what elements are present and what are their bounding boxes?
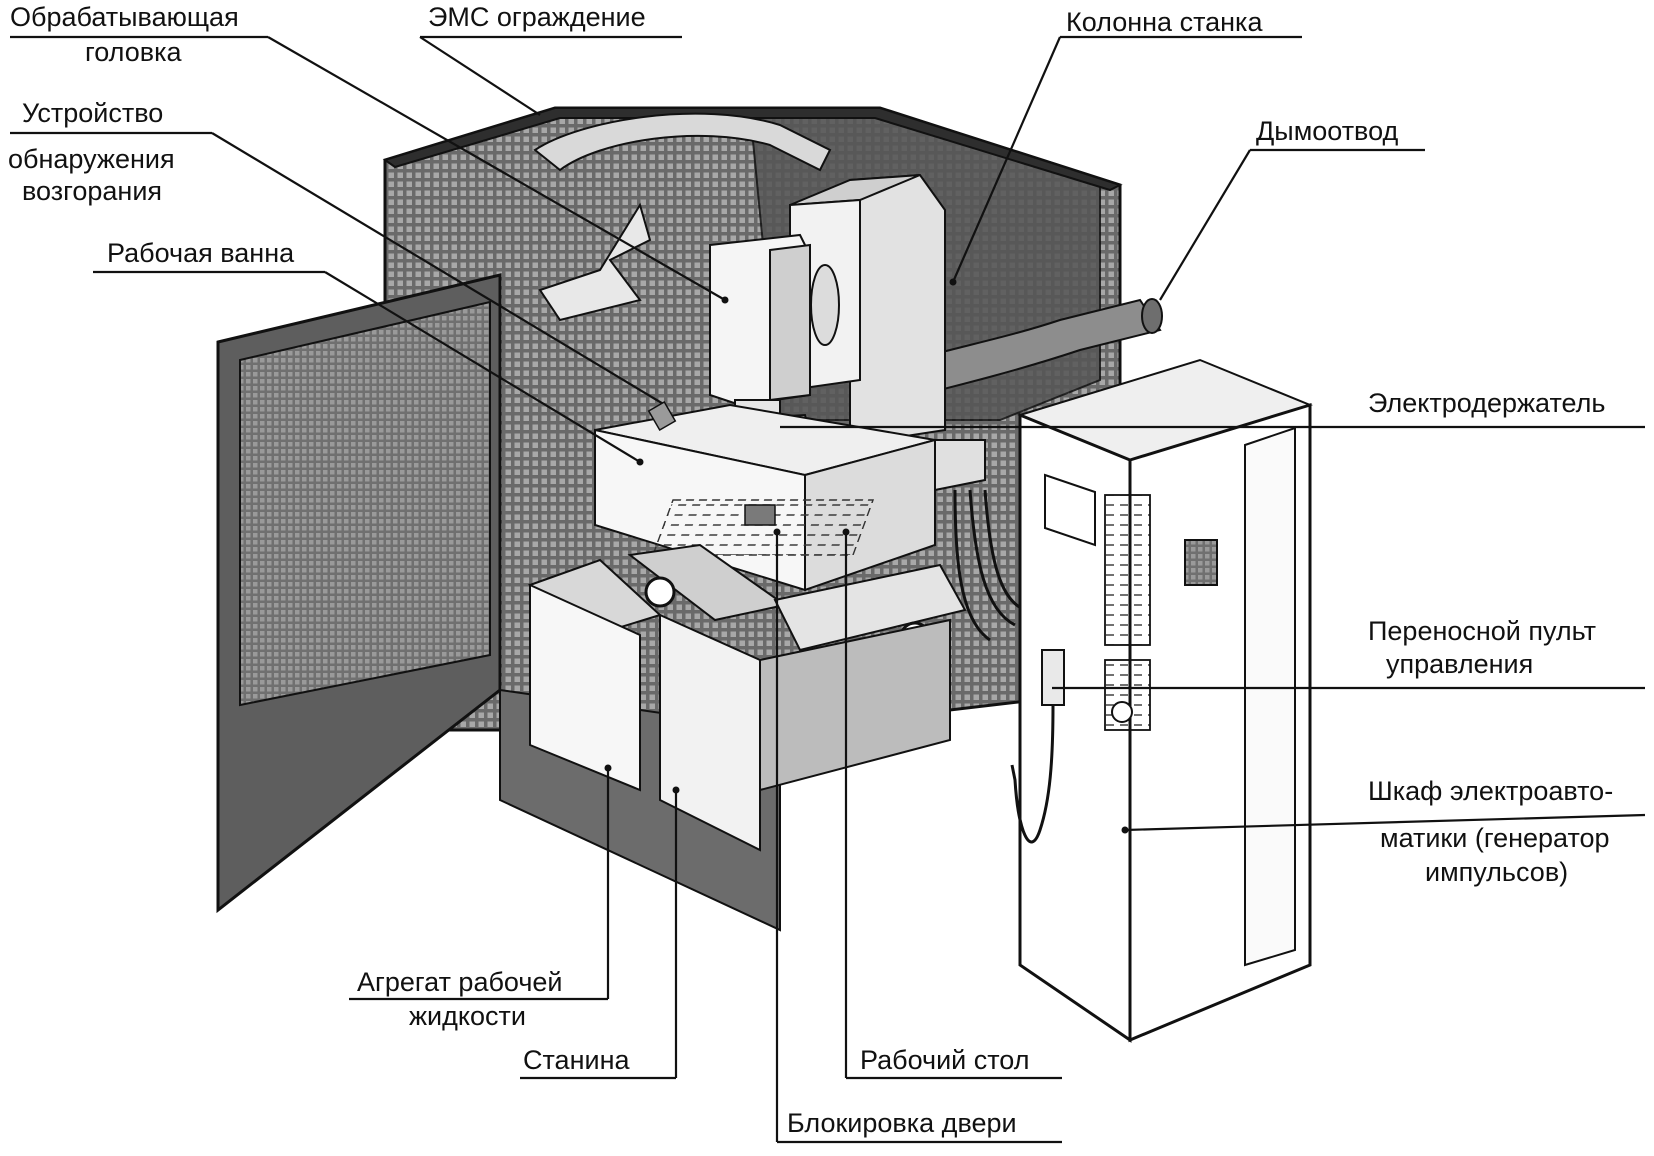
hoses — [953, 489, 1026, 642]
machine-column-body — [849, 173, 946, 442]
leader-dot-machine-column — [949, 278, 957, 286]
bed-front — [659, 613, 761, 852]
exhaust-pipe-end — [1141, 298, 1163, 334]
cabinet-keypad-top — [1104, 494, 1151, 646]
leader-dot-fluid-unit — [604, 764, 612, 772]
leader-dot-work-tank — [636, 458, 644, 466]
leader-machine-column — [951, 36, 1062, 283]
leader-dot-work-table — [842, 528, 850, 536]
leader-smoke-exhaust — [1159, 149, 1251, 301]
label-work-table: Рабочий стол — [860, 1045, 1030, 1075]
label-portable-panel-line1: Переносной пульт — [1368, 616, 1596, 646]
workpiece — [744, 504, 776, 526]
leader-dot-bed — [672, 786, 680, 794]
label-fire-detector-line1: Устройство — [22, 98, 163, 128]
label-smoke-exhaust: Дымоотвод — [1256, 116, 1399, 146]
label-bed: Станина — [523, 1045, 630, 1075]
label-processing-head-line2: головка — [85, 37, 183, 67]
label-cabinet-line2: матики (генератор — [1380, 823, 1610, 853]
pendant-cable — [1010, 704, 1055, 844]
leader-fire-detector — [211, 132, 666, 406]
leader-work-tank — [324, 271, 641, 463]
cabinet-screen — [1044, 473, 1096, 547]
smoke-duct-connector — [538, 202, 652, 322]
fire-detector-device — [647, 400, 677, 432]
label-work-tank: Рабочая ванна — [107, 238, 295, 268]
label-fluid-unit-line2: жидкости — [409, 1001, 526, 1031]
label-fluid-unit-line1: Агрегат рабочей — [357, 967, 563, 997]
work-table-dashed-outline — [651, 499, 875, 556]
leader-emc-enclosure — [419, 36, 541, 116]
leader-dot-workpiece — [773, 528, 781, 536]
cabinet-knob — [1111, 701, 1133, 723]
cabinet-side-window — [1184, 539, 1218, 586]
handwheel-left — [644, 576, 676, 608]
fluid-unit-front — [529, 583, 641, 792]
label-machine-column: Колонна станка — [1066, 7, 1263, 37]
labels: Обрабатывающая головка ЭМС ограждение Ко… — [8, 2, 1613, 1138]
label-processing-head-line1: Обрабатывающая — [10, 2, 239, 32]
processing-head-side — [769, 243, 811, 402]
portable-pendant — [1041, 649, 1065, 706]
processing-head-motor — [810, 264, 840, 346]
table-base — [773, 563, 967, 652]
label-emc-enclosure: ЭМС ограждение — [428, 2, 646, 32]
leader-processing-head — [267, 36, 726, 301]
leader-dot-cabinet — [1121, 826, 1129, 834]
enclosure-roof — [382, 107, 1123, 192]
leader-lines — [10, 35, 1646, 1144]
label-portable-panel-line2: управления — [1386, 649, 1533, 679]
leader-dot-processing-head — [721, 296, 729, 304]
bed-side — [759, 618, 951, 792]
label-electrode-holder: Электродержатель — [1368, 388, 1605, 418]
label-cabinet-line1: Шкаф электроавто- — [1368, 776, 1613, 806]
label-door-interlock: Блокировка двери — [787, 1108, 1017, 1138]
smoke-duct-inner — [533, 112, 832, 172]
leader-cabinet — [1124, 813, 1646, 832]
door-mesh-window — [239, 300, 491, 707]
label-cabinet-line3: импульсов) — [1425, 857, 1568, 887]
machine-illustration — [216, 106, 1313, 1043]
cabinet-door-inset — [1244, 426, 1296, 967]
tank-side-bracket — [934, 439, 986, 492]
label-fire-detector-line3: возгорания — [22, 176, 162, 206]
label-fire-detector-line2: обнаружения — [8, 144, 175, 174]
